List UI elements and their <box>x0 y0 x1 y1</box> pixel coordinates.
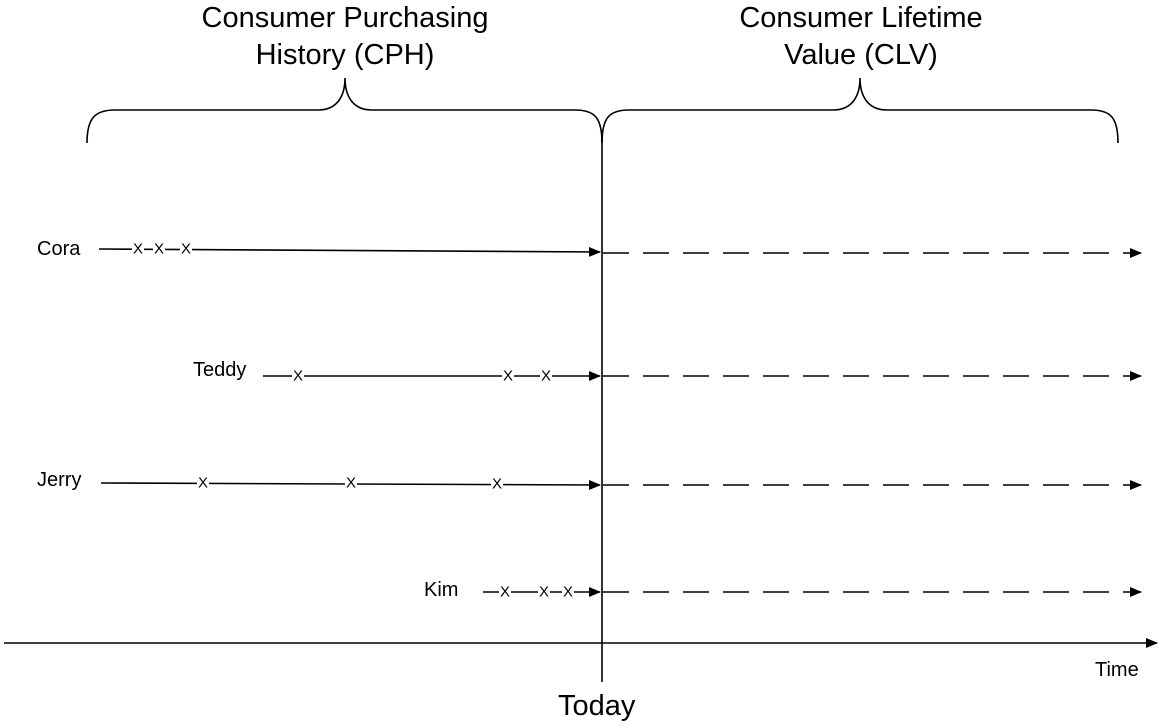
customer-name-teddy: Teddy <box>193 359 247 381</box>
cora-history-line <box>98 246 601 257</box>
purchase-mark: X <box>196 474 210 492</box>
customer-name-kim: Kim <box>424 579 459 601</box>
purchase-mark: X <box>344 474 358 492</box>
today-label: Today <box>558 690 636 722</box>
clv-heading-line-2: Value (CLV) <box>784 39 938 71</box>
customer-name-jerry: Jerry <box>37 469 82 491</box>
purchase-mark: X <box>152 240 166 258</box>
purchase-mark: X <box>539 367 553 385</box>
clv-heading: Consumer Lifetime Value (CLV) <box>721 0 1001 74</box>
clv-brace <box>601 77 1119 144</box>
purchase-mark: X <box>179 240 193 258</box>
purchase-mark: X <box>561 583 575 601</box>
purchase-mark: X <box>501 367 515 385</box>
purchase-mark: X <box>131 240 145 258</box>
cph-heading: Consumer Purchasing History (CPH) <box>194 0 496 74</box>
cph-heading-line-2: History (CPH) <box>255 39 435 71</box>
clv-heading-line-1: Consumer Lifetime <box>739 2 983 34</box>
customer-name-cora: Cora <box>37 238 81 260</box>
cph-brace <box>86 77 603 144</box>
purchase-mark: X <box>537 583 551 601</box>
purchase-mark: X <box>490 475 504 493</box>
purchase-mark: X <box>291 367 305 385</box>
purchase-mark: X <box>498 583 512 601</box>
time-axis-label: Time <box>1095 659 1139 681</box>
cph-heading-line-1: Consumer Purchasing <box>201 2 489 34</box>
